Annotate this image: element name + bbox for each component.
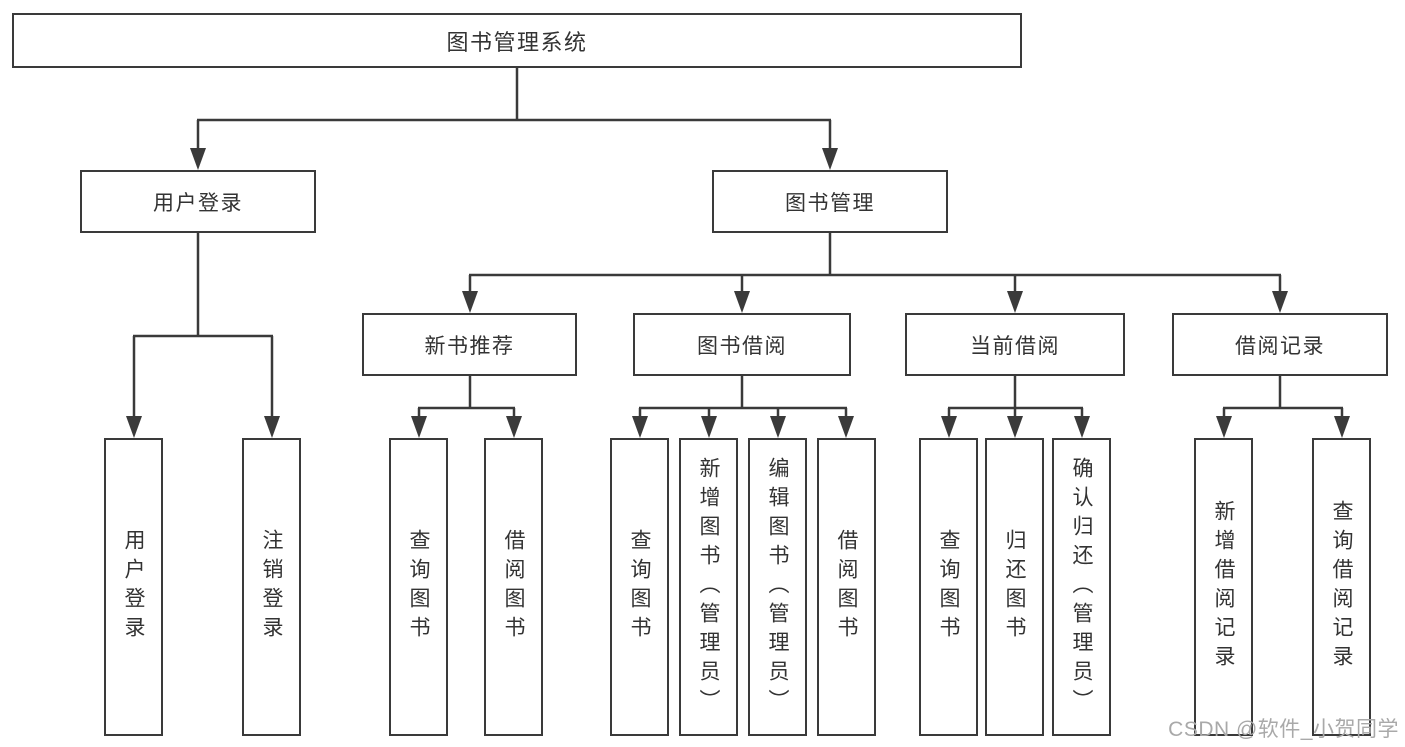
- node-label: 编辑图书（管理员）: [766, 456, 790, 718]
- node-label: 查询图书: [407, 529, 431, 645]
- node-label: 图书管理: [785, 191, 875, 215]
- node-label: 借阅图书: [502, 529, 526, 645]
- node-label: 用户登录: [153, 191, 243, 215]
- leaf-borrow-books-2: 借阅图书: [817, 438, 876, 736]
- arrowheads: [126, 148, 1350, 438]
- node-label: 图书管理系统: [446, 29, 588, 55]
- node-book-borrowing: 图书借阅: [633, 313, 851, 376]
- node-library-management-system: 图书管理系统: [12, 13, 1022, 68]
- node-user-login: 用户登录: [80, 170, 316, 233]
- node-label: 新增借阅记录: [1212, 500, 1236, 674]
- node-label: 新书推荐: [424, 334, 515, 358]
- connector-borrowing-records: [1222, 376, 1344, 420]
- leaf-user-login: 用户登录: [104, 438, 163, 736]
- node-label: 注销登录: [260, 529, 284, 645]
- node-label: 确认归还（管理员）: [1070, 456, 1094, 718]
- leaf-return-books: 归还图书: [985, 438, 1044, 736]
- node-current-borrowing: 当前借阅: [905, 313, 1125, 376]
- leaf-borrow-books-1: 借阅图书: [484, 438, 543, 736]
- node-label: 借阅图书: [835, 529, 859, 645]
- node-label: 查询图书: [937, 529, 961, 645]
- leaf-add-borrow-record: 新增借阅记录: [1194, 438, 1253, 736]
- node-borrowing-records: 借阅记录: [1172, 313, 1388, 376]
- csdn-watermark: CSDN @软件_小贺同学: [1168, 718, 1399, 741]
- leaf-edit-books-admin: 编辑图书（管理员）: [748, 438, 807, 736]
- connector-new-book-recommend: [417, 376, 516, 420]
- node-label: 用户登录: [122, 529, 146, 645]
- node-label: 新增图书（管理员）: [697, 456, 721, 718]
- leaf-confirm-return-admin: 确认归还（管理员）: [1052, 438, 1111, 736]
- connector-current-borrowing: [947, 376, 1084, 420]
- leaf-query-books-1: 查询图书: [389, 438, 448, 736]
- leaf-logout: 注销登录: [242, 438, 301, 736]
- node-label: 图书借阅: [697, 334, 787, 358]
- node-label: 当前借阅: [970, 334, 1060, 358]
- leaf-query-books-3: 查询图书: [919, 438, 978, 736]
- node-label: 查询图书: [628, 529, 652, 645]
- node-new-book-recommend: 新书推荐: [362, 313, 577, 376]
- node-book-management: 图书管理: [712, 170, 948, 233]
- connector-book-management: [468, 233, 1282, 295]
- leaf-add-books-admin: 新增图书（管理员）: [679, 438, 738, 736]
- node-label: 借阅记录: [1235, 334, 1325, 358]
- leaf-query-books-2: 查询图书: [610, 438, 669, 736]
- connector-root: [196, 68, 832, 152]
- connector-user-login: [132, 233, 274, 420]
- node-label: 查询借阅记录: [1330, 500, 1354, 674]
- leaf-query-borrow-record: 查询借阅记录: [1312, 438, 1371, 736]
- node-label: 归还图书: [1003, 529, 1027, 645]
- connector-book-borrowing: [638, 376, 848, 420]
